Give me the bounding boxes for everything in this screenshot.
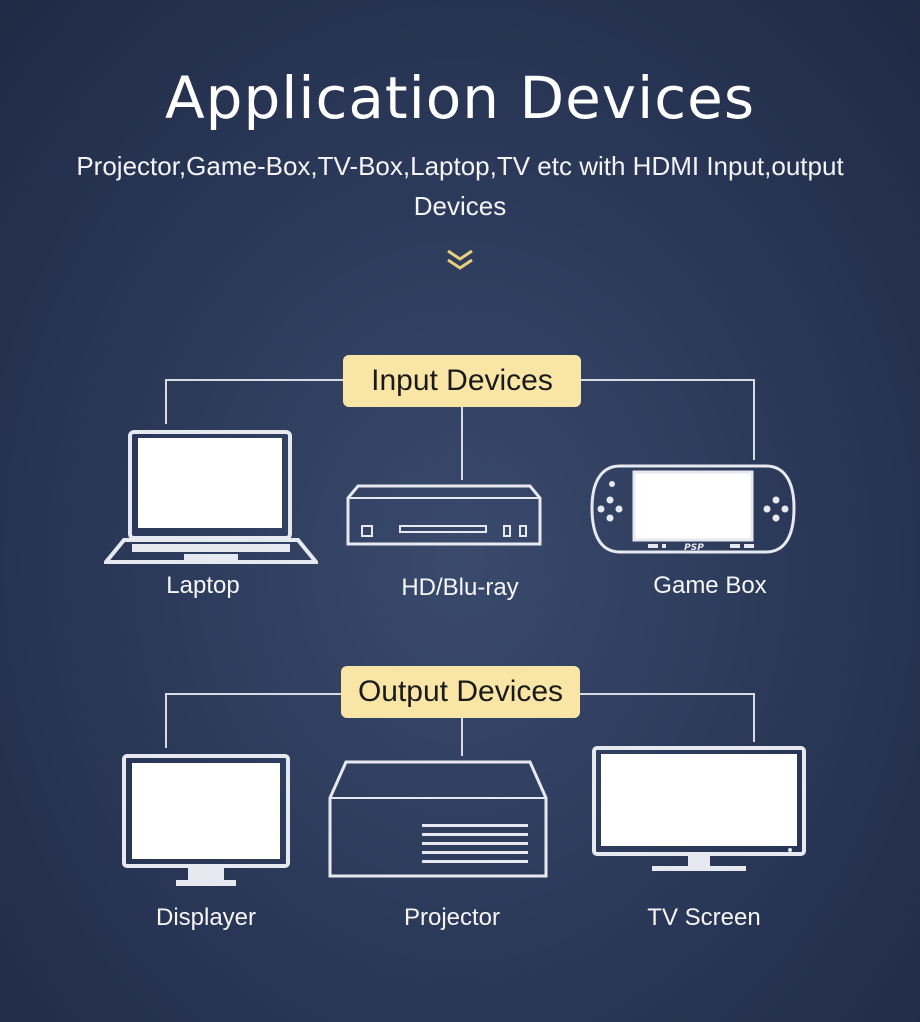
device-label-bluray: HD/Blu-ray [401, 574, 519, 601]
chevron-down-icon [447, 249, 473, 270]
console-brand-mark: PSP [684, 543, 704, 553]
projector-icon [328, 760, 548, 878]
output-devices-badge: Output Devices [341, 666, 580, 718]
page-title: Application Devices [164, 64, 756, 132]
device-label-laptop: Laptop [166, 572, 240, 599]
device-label-game-box: Game Box [653, 572, 767, 599]
laptop-icon [104, 430, 318, 564]
monitor-icon [122, 754, 290, 886]
input-devices-badge: Input Devices [343, 355, 581, 407]
tv-icon [592, 746, 806, 871]
device-label-projector: Projector [403, 904, 501, 931]
handheld-console-icon: PSP [590, 464, 796, 554]
page-subtitle: Projector,Game-Box,TV-Box,Laptop,TV etc … [76, 151, 844, 221]
bluray-player-icon [346, 484, 542, 546]
device-label-displayer: Displayer [155, 904, 257, 931]
device-label-tv-screen: TV Screen [647, 904, 761, 931]
